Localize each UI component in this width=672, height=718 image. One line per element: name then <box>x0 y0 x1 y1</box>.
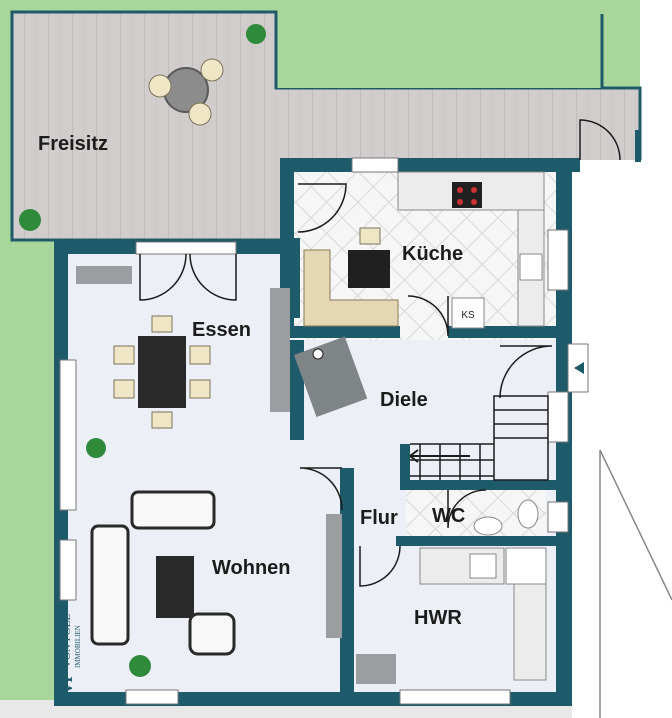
logo-name: VON POLL <box>61 614 73 668</box>
logo-mark: VP <box>59 672 76 694</box>
plant-icon <box>19 24 266 677</box>
windows <box>59 157 569 705</box>
room-label-wc: WC <box>432 505 465 527</box>
room-label-freisitz: Freisitz <box>38 133 108 155</box>
room-label-wohnen: Wohnen <box>212 557 291 579</box>
dining-table-set <box>113 315 211 429</box>
terrace-deck <box>10 10 642 242</box>
room-label-flur: Flur <box>360 507 398 529</box>
logo-sub: IMMOBILIEN <box>74 625 82 668</box>
exterior-path <box>572 130 672 718</box>
room-label-hwr: HWR <box>414 607 462 629</box>
staircase <box>409 395 549 481</box>
room-label-essen: Essen <box>192 319 251 341</box>
door-swings <box>139 119 621 587</box>
terrace-table-set <box>148 58 224 126</box>
room-label-kueche: Küche <box>402 243 463 265</box>
bathroom-fixtures <box>419 499 547 681</box>
room-label-diele: Diele <box>380 389 428 411</box>
fridge-label: KS <box>461 310 475 321</box>
living-furniture <box>90 288 368 656</box>
kitchen-fixtures <box>303 171 545 329</box>
entrance-marker <box>567 343 589 393</box>
company-logo: VP VON POLL IMMOBILIEN <box>59 614 82 694</box>
